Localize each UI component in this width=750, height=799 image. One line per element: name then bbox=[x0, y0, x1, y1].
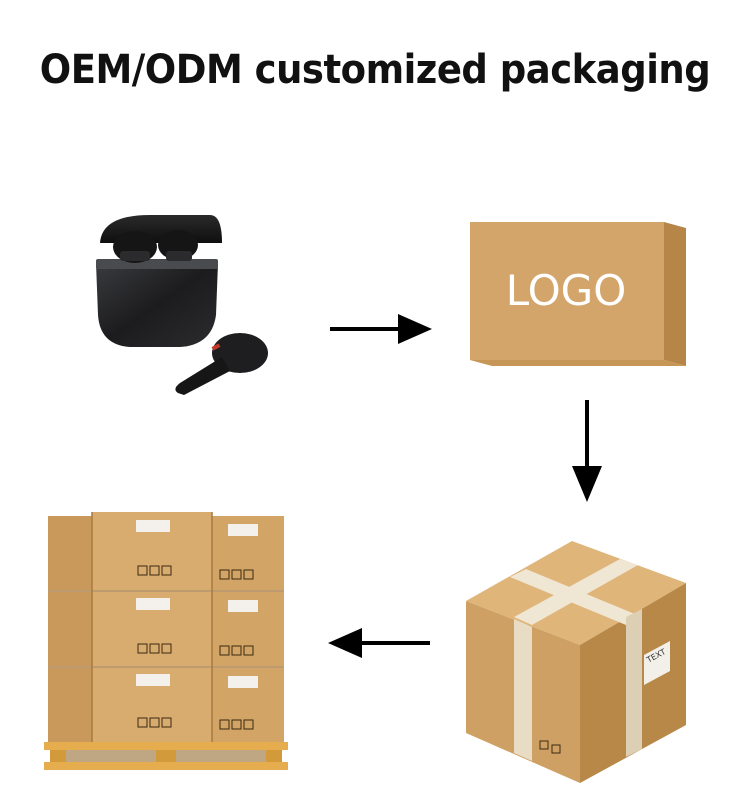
page-title: OEM/ODM customized packaging bbox=[39, 46, 711, 93]
taped-carton-icon: TEXT bbox=[466, 541, 686, 783]
logo-box-icon: LOGO bbox=[470, 222, 686, 366]
pallet-of-cartons-icon bbox=[44, 512, 288, 770]
arrow-down-icon bbox=[572, 400, 602, 502]
arrow-left-icon bbox=[328, 628, 430, 658]
box-logo-text: LOGO bbox=[506, 266, 627, 315]
earbuds-case-icon bbox=[96, 215, 268, 395]
arrow-right-icon bbox=[330, 314, 432, 344]
